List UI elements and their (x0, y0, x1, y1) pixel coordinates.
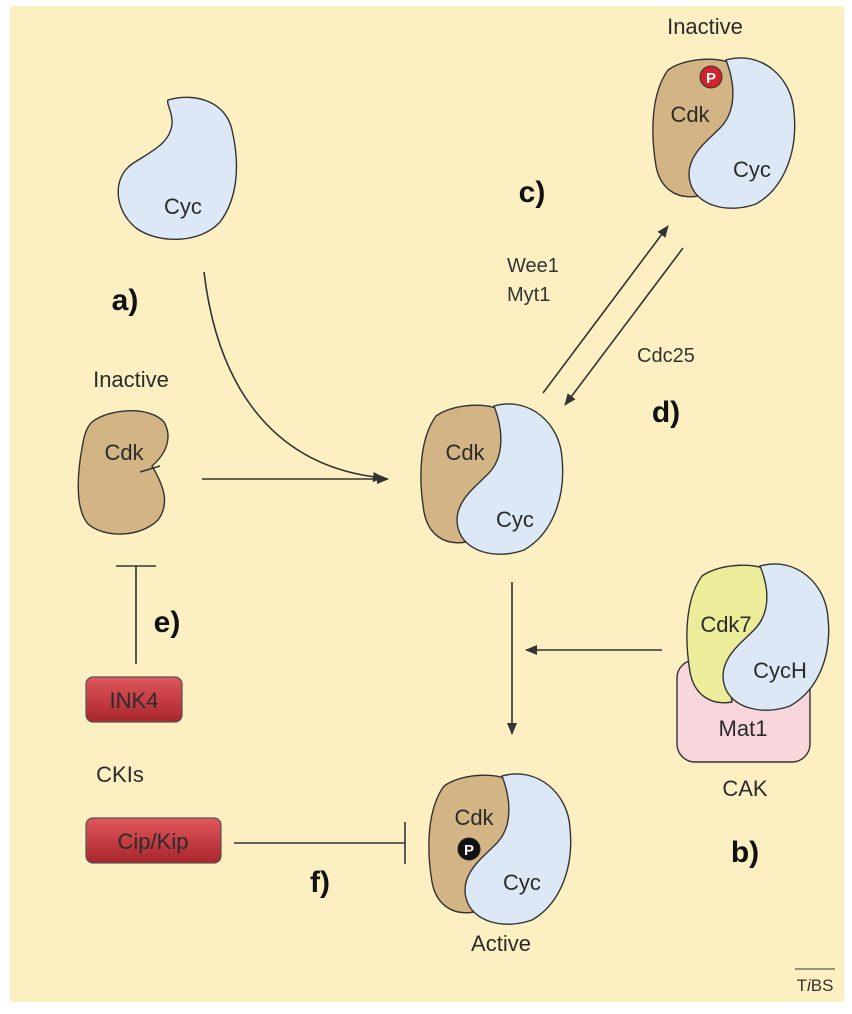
ink4-box (85, 676, 183, 723)
top-phosphate-label: P (706, 70, 716, 87)
top-cyc-label: Cyc (733, 157, 771, 182)
inactive-cdk-title: Inactive (93, 367, 169, 392)
cdc25-label: Cdc25 (637, 345, 695, 367)
ckis-label: CKIs (96, 762, 144, 787)
free-cdk-shape (77, 410, 169, 535)
central-cdk-label: Cdk (445, 440, 485, 465)
top-phosphate-icon (699, 65, 723, 89)
inactive-complex-title: Inactive (667, 14, 743, 39)
active-phosphate-label: P (464, 842, 474, 859)
panel-label-e: e) (154, 606, 181, 639)
myt1-label: Myt1 (507, 284, 550, 306)
cyclin-binding-arrow (203, 271, 385, 482)
panel-label-b: b) (731, 836, 759, 869)
active-cyc-shape (464, 773, 572, 925)
inactive-phospho-complex: P Cdk Cyc (652, 57, 796, 209)
panel-label-d: d) (652, 396, 680, 429)
panel-label-f: f) (310, 866, 330, 899)
central-complex: Cdk Cyc (420, 403, 564, 555)
free-cyclin-shape (117, 96, 238, 240)
inactivating-phosphorylation-arrow (542, 225, 669, 394)
active-title: Active (471, 931, 531, 956)
cipkip-box (85, 817, 222, 864)
journal-logo-bs: BS (811, 976, 834, 995)
panel-label-c: c) (519, 176, 546, 209)
activating-dephosphorylation-arrow (564, 247, 684, 406)
top-cyc-shape (688, 57, 796, 209)
journal-logo-t: T (797, 976, 807, 995)
cipkip-label: Cip/Kip (118, 829, 189, 854)
journal-logo: TiBS (797, 976, 834, 995)
cak-complex: Cdk7 CycH Mat1 (676, 563, 830, 763)
cych-label: CycH (753, 658, 807, 683)
active-cdk-label: Cdk (454, 805, 494, 830)
active-complex: P Cdk Cyc (428, 773, 572, 925)
ink4-label: INK4 (110, 688, 159, 713)
cych-shape (722, 563, 830, 711)
free-cdk-label: Cdk (104, 440, 144, 465)
central-cyc-shape (456, 403, 564, 555)
free-cyclin-label: Cyc (164, 194, 202, 219)
panel-label-a: a) (112, 284, 139, 317)
central-cyc-label: Cyc (496, 507, 534, 532)
wee1-label: Wee1 (507, 255, 559, 277)
top-cdk-label: Cdk (670, 102, 710, 127)
mat1-label: Mat1 (719, 716, 768, 741)
cak-label: CAK (722, 776, 768, 801)
cdk7-label: Cdk7 (700, 612, 751, 637)
active-phosphate-icon (457, 837, 481, 861)
active-cyc-label: Cyc (503, 870, 541, 895)
journal-logo-i: i (807, 976, 812, 995)
free-cdk-groove (139, 465, 161, 473)
